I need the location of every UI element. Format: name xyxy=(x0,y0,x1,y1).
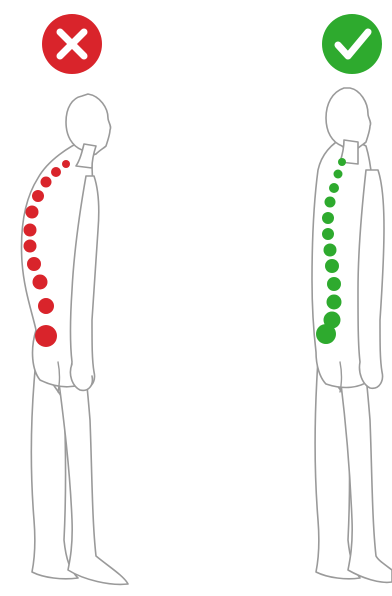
vertebra-dot xyxy=(325,259,339,273)
vertebra-dot xyxy=(41,177,52,188)
vertebra-dot xyxy=(35,325,57,347)
vertebra-dot xyxy=(327,295,342,310)
vertebra-dot xyxy=(316,324,336,344)
vertebra-dot xyxy=(325,197,336,208)
vertebra-dot xyxy=(24,224,37,237)
vertebra-dot xyxy=(327,277,341,291)
vertebra-dot xyxy=(338,158,346,166)
vertebra-dot xyxy=(324,244,337,257)
vertebra-dot xyxy=(334,170,343,179)
vertebra-dot xyxy=(322,212,334,224)
vertebra-dot xyxy=(329,183,339,193)
vertebra-dot xyxy=(26,206,39,219)
badge-incorrect xyxy=(42,14,102,74)
vertebra-dot xyxy=(62,160,70,168)
badge-correct-circle xyxy=(322,14,382,74)
figure-incorrect-posture xyxy=(22,14,128,584)
figure-correct-posture xyxy=(312,14,392,582)
vertebra-dot xyxy=(24,240,37,253)
vertebra-dot xyxy=(51,167,61,177)
vertebra-dot xyxy=(27,257,41,271)
vertebra-dot xyxy=(33,275,48,290)
badge-correct xyxy=(322,14,382,74)
vertebra-dot xyxy=(32,190,44,202)
vertebra-dot xyxy=(38,298,54,314)
vertebra-dot xyxy=(322,228,334,240)
